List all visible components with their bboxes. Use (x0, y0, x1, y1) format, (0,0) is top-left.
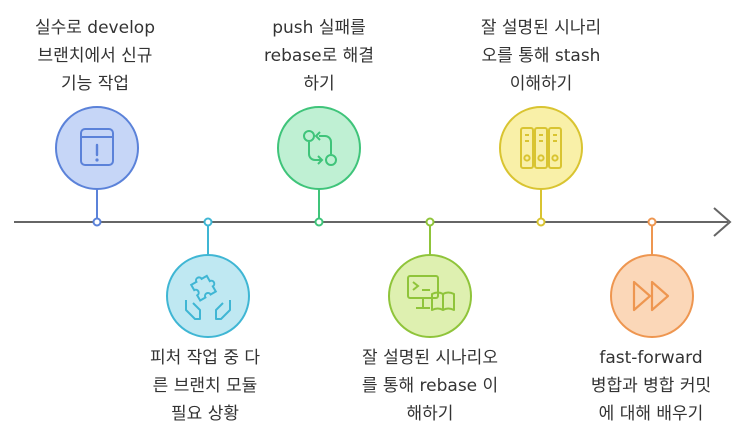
step-5-node (499, 106, 583, 190)
step-5-marker (536, 217, 546, 227)
step-2-node (166, 254, 250, 338)
step-1-label: 실수로 develop 브랜치에서 신규 기능 작업 (34, 18, 155, 94)
puzzle-hands-icon (185, 274, 231, 320)
file-cabinet-icon (520, 127, 562, 169)
step-3-marker (314, 217, 324, 227)
step-5-label: 잘 설명된 시나리 오를 통해 stash 이해하기 (480, 18, 602, 94)
step-2-marker (203, 217, 213, 227)
warning-window-icon (80, 128, 114, 166)
screen-book-icon (407, 275, 455, 311)
swap-arrows-icon (303, 130, 337, 166)
timeline-arrowhead (713, 207, 732, 237)
step-3-node (277, 106, 361, 190)
step-6-label: fast-forward 병합과 병합 커밋 에 대해 배우기 (590, 348, 712, 424)
fast-forward-icon (632, 280, 670, 312)
step-3-label: push 실패를 rebase로 해결 하기 (264, 18, 374, 94)
step-4-node (388, 254, 472, 338)
step-6-marker (647, 217, 657, 227)
step-4-marker (425, 217, 435, 227)
step-4-label: 잘 설명된 시나리오 를 통해 rebase 이 해하기 (361, 348, 499, 424)
step-2-label: 피처 작업 중 다 른 브랜치 모듈 필요 상황 (149, 348, 261, 424)
step-1-marker (92, 217, 102, 227)
